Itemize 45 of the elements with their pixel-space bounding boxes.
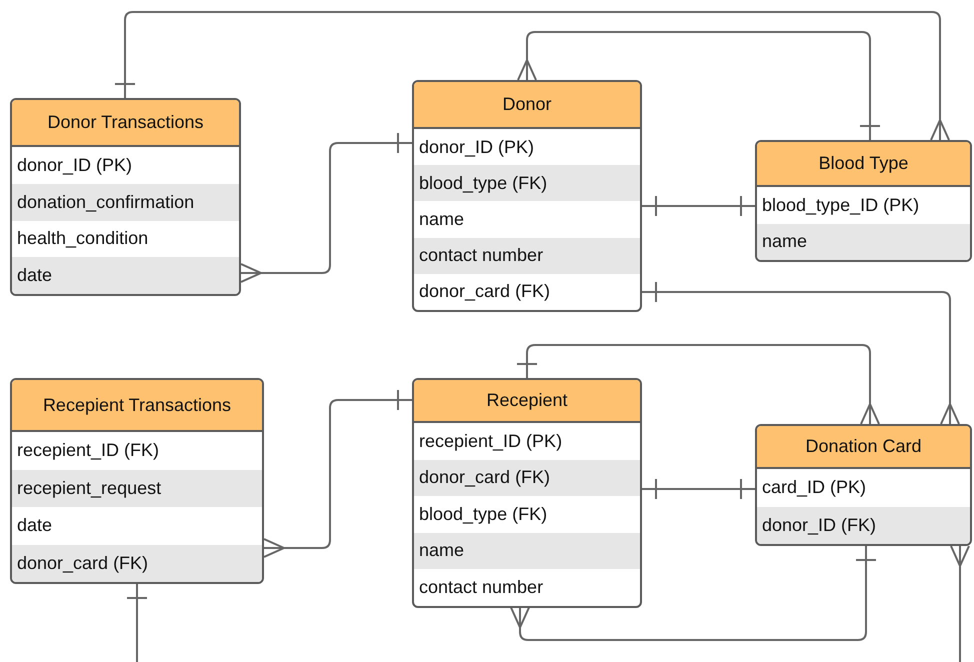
attribute-row-text: name: [418, 208, 466, 231]
attribute-row-text: contact number: [418, 576, 544, 599]
attribute-row-text: date: [16, 514, 54, 538]
attribute-row-text: health_condition: [16, 227, 150, 250]
relationship-line: [114, 11, 950, 141]
entity-table: [755, 424, 972, 546]
relationship-line: [263, 389, 412, 558]
relationship-line: [517, 31, 881, 140]
attribute-row-text: recepient_ID (PK): [418, 430, 564, 453]
entity-table: [10, 378, 264, 584]
relationship-line: [642, 281, 960, 425]
relationship-line: [642, 195, 755, 217]
attribute-row-text: donor_ID (PK): [418, 136, 536, 159]
attribute-row: recepient_request: [12, 470, 262, 507]
table-header: Donor Transactions: [12, 100, 239, 147]
attribute-row: name: [414, 532, 640, 569]
attribute-row: date: [12, 257, 239, 294]
attribute-row: donation_confirmation: [12, 184, 239, 221]
attribute-row-text: blood_type_ID (PK): [761, 194, 920, 217]
relationship-line: [642, 478, 755, 500]
table-header: Recepient Transactions: [12, 380, 262, 432]
relationship-line: [126, 584, 148, 662]
attribute-row: donor_card (FK): [12, 544, 262, 582]
attribute-row: name: [757, 224, 970, 260]
relationship-line: [950, 545, 970, 662]
table-header: Recepient: [414, 380, 640, 423]
table-header: Donor: [414, 82, 640, 129]
attribute-row: blood_type (FK): [414, 165, 640, 202]
relationship-line: [510, 546, 877, 641]
attribute-row: donor_ID (FK): [757, 506, 970, 544]
attribute-row-text: donor_card (FK): [418, 280, 552, 304]
entity-table: [412, 80, 642, 312]
attribute-row-text: donor_ID (PK): [16, 154, 134, 177]
attribute-row-text: recepient_ID (FK): [16, 439, 160, 462]
relationship-line: [516, 344, 880, 425]
attribute-row: donor_card (FK): [414, 460, 640, 496]
relationship-line: [240, 132, 412, 283]
entity-table: [10, 98, 241, 296]
entity-table: [755, 140, 972, 262]
table-header: Blood Type: [757, 142, 970, 187]
attribute-row-text: blood_type (FK): [418, 502, 548, 526]
table-header: Donation Card: [757, 426, 970, 469]
attribute-row-text: card_ID (PK): [761, 476, 868, 500]
attribute-row: contact number: [414, 238, 640, 274]
entity-table: [412, 378, 642, 608]
